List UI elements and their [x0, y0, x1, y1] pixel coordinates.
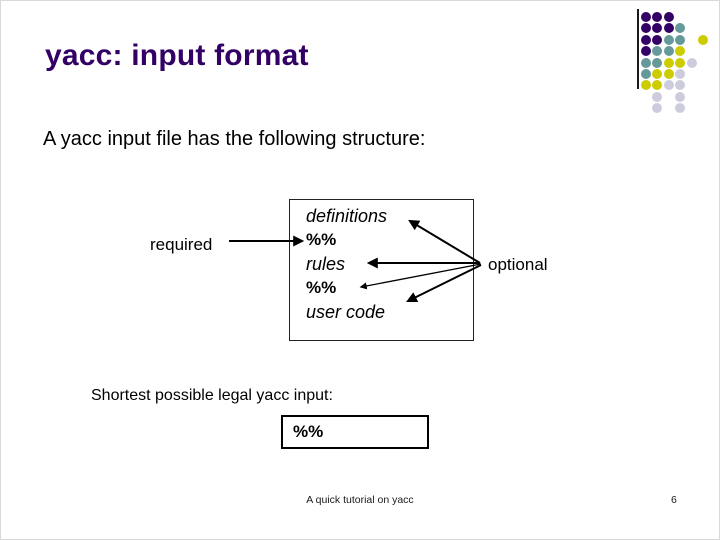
- pattern-dot: [652, 69, 663, 79]
- pattern-dot: [675, 34, 686, 45]
- pattern-dot: [652, 34, 663, 45]
- shortest-input-text: %%: [293, 422, 324, 441]
- pattern-dot: [641, 23, 651, 34]
- pattern-dot: [698, 34, 708, 45]
- pattern-dot: [675, 46, 686, 57]
- box-line-separator-1: %%: [306, 230, 337, 249]
- pattern-dot: [675, 80, 686, 91]
- pattern-dot: [675, 91, 686, 102]
- pattern-dot: [663, 23, 674, 34]
- pattern-dot: [675, 69, 686, 79]
- pattern-dot: [663, 80, 674, 91]
- pattern-dot: [652, 103, 663, 114]
- pattern-dot: [663, 57, 674, 68]
- decorative-dot-pattern-icon: [641, 12, 719, 122]
- required-label: required: [150, 235, 213, 254]
- pattern-dot: [641, 57, 651, 68]
- pattern-dot: [675, 57, 686, 68]
- pattern-dot: [652, 46, 663, 57]
- box-line-rules: rules: [306, 254, 346, 274]
- optional-label: optional: [488, 255, 548, 274]
- page-number: 6: [671, 494, 677, 506]
- pattern-dot: [641, 80, 651, 91]
- pattern-dot: [675, 103, 686, 114]
- pattern-dot: [652, 23, 663, 34]
- pattern-dot: [641, 12, 651, 22]
- shortest-input-box: %%: [281, 415, 429, 449]
- pattern-dot: [652, 80, 663, 91]
- pattern-dot: [686, 57, 697, 68]
- pattern-dot: [652, 57, 663, 68]
- shortest-input-caption: Shortest possible legal yacc input:: [91, 387, 333, 404]
- box-line-definitions: definitions: [306, 206, 388, 226]
- pattern-dot: [663, 69, 674, 79]
- box-line-user-code: user code: [306, 302, 386, 322]
- slide-title: yacc: input format: [45, 39, 309, 72]
- box-line-separator-2: %%: [306, 278, 337, 297]
- decorative-vertical-line: [637, 9, 639, 89]
- pattern-dot: [663, 46, 674, 57]
- pattern-dot: [652, 91, 663, 102]
- pattern-dot: [652, 12, 663, 22]
- yacc-structure-box: definitions %% rules %% user code: [289, 199, 474, 341]
- pattern-dot: [675, 23, 686, 34]
- footer-title: A quick tutorial on yacc: [306, 494, 414, 506]
- pattern-dot: [663, 12, 674, 22]
- body-text: A yacc input file has the following stru…: [43, 128, 426, 150]
- pattern-dot: [641, 46, 651, 57]
- pattern-dot: [641, 34, 651, 45]
- pattern-dot: [641, 69, 651, 79]
- pattern-dot: [663, 34, 674, 45]
